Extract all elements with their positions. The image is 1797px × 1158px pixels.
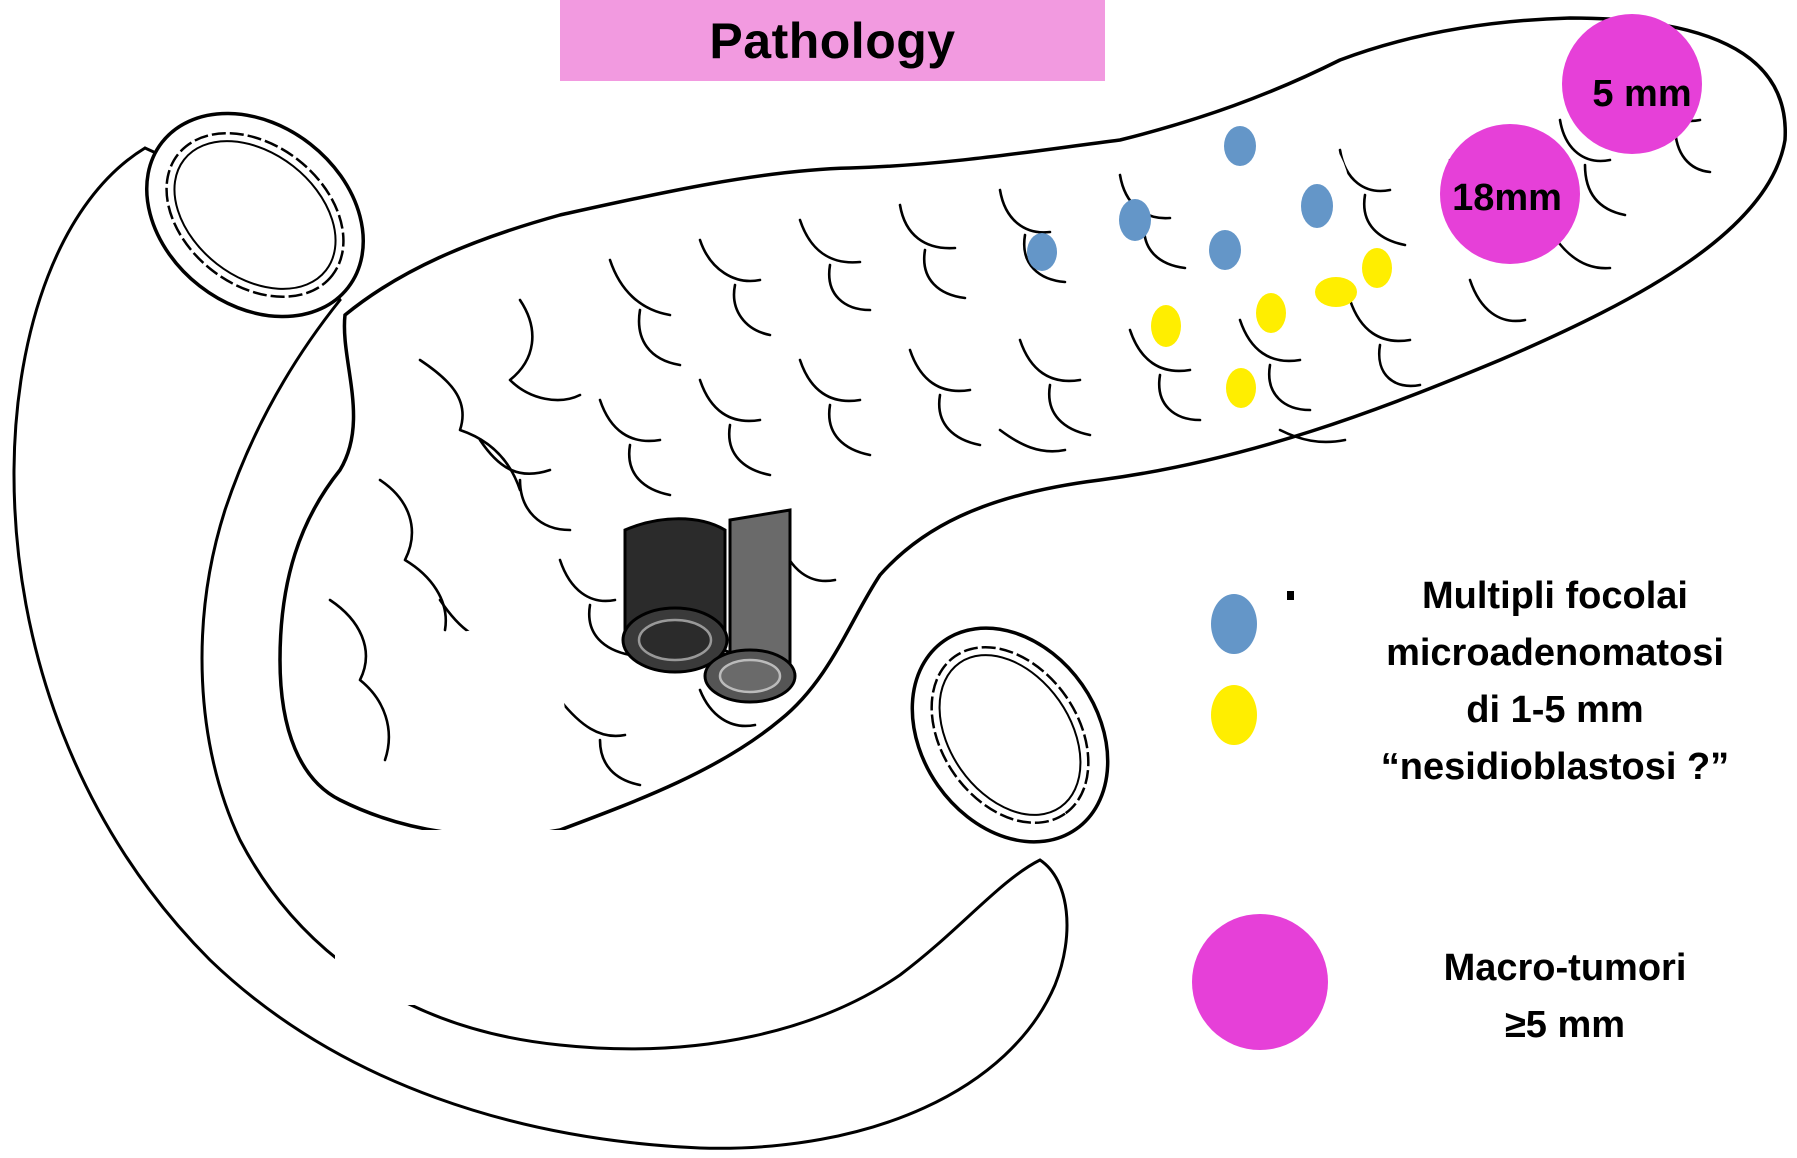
micro-focus-yellow <box>1151 305 1181 347</box>
legend-micro-line: Multipli focolai <box>1345 568 1765 625</box>
legend-icons <box>1192 591 1328 1050</box>
legend-bullet <box>1287 591 1294 600</box>
legend-macro-line: Macro-tumori <box>1395 940 1735 997</box>
legend-micro-line: “nesidioblastosi ?” <box>1345 739 1765 796</box>
tumor-label-body: 18mm <box>1452 177 1562 219</box>
legend-micro-text: Multipli focolai microadenomatosi di 1-5… <box>1345 568 1765 796</box>
legend-icon-blue <box>1211 594 1257 654</box>
micro-focus-yellow <box>1315 277 1357 307</box>
legend-macro-line: ≥5 mm <box>1395 997 1735 1054</box>
micro-focus-blue <box>1119 199 1151 241</box>
legend-micro-line: di 1-5 mm <box>1345 682 1765 739</box>
duodenum-cut-right <box>872 590 1148 879</box>
legend-icon-magenta <box>1192 914 1328 1050</box>
legend-macro-text: Macro-tumori ≥5 mm <box>1395 940 1735 1054</box>
micro-focus-blue <box>1224 126 1256 166</box>
legend-icon-yellow <box>1211 685 1257 745</box>
title-banner: Pathology <box>560 0 1105 81</box>
micro-focus-blue <box>1301 184 1333 228</box>
page-title: Pathology <box>709 12 955 70</box>
micro-focus-yellow <box>1256 293 1286 333</box>
tumor-label-tail: 5 mm <box>1592 73 1691 115</box>
micro-focus-yellow <box>1226 368 1256 408</box>
micro-focus-blue <box>1209 230 1241 270</box>
micro-focus-blue <box>1027 233 1057 271</box>
micro-focus-yellow <box>1362 248 1392 288</box>
legend-micro-line: microadenomatosi <box>1345 625 1765 682</box>
